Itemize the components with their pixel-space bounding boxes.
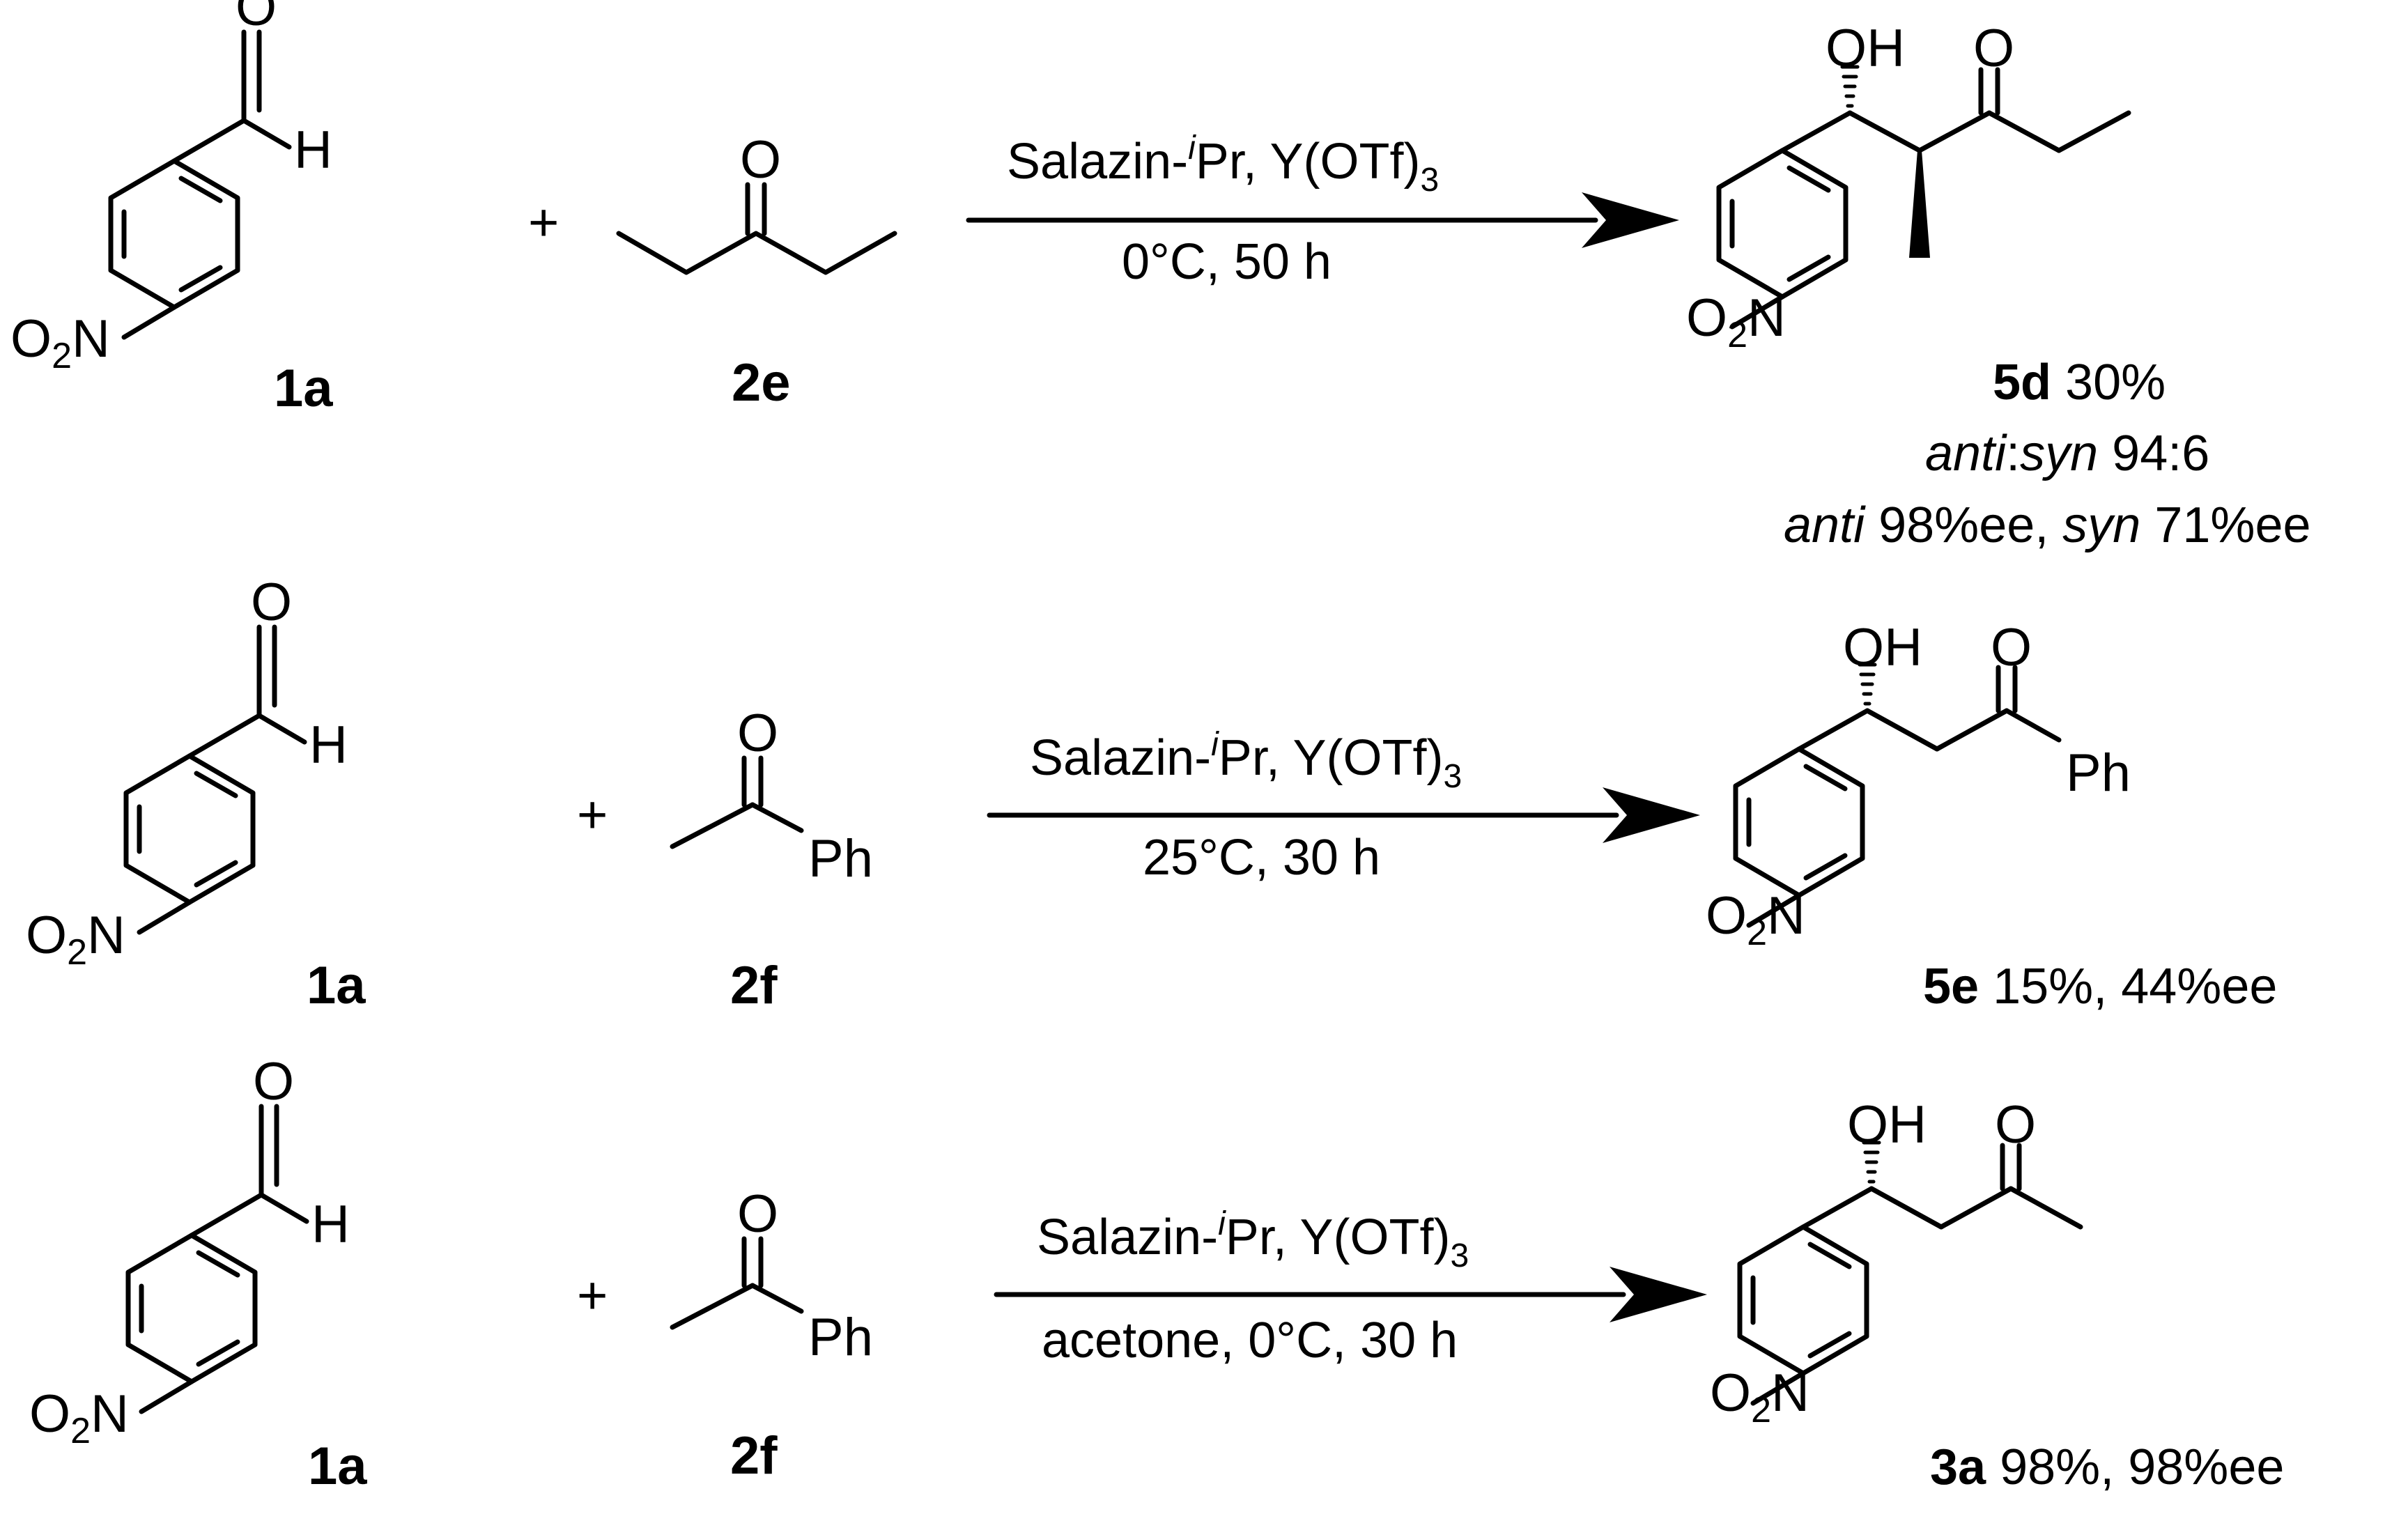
plus-sign: + <box>577 785 608 844</box>
aldehyde-oxygen: O <box>251 573 292 632</box>
reactant-1a-structure: O H <box>128 1052 350 1412</box>
aldehyde-hydrogen: H <box>309 716 348 775</box>
reactant-1a-structure: O H <box>111 0 332 337</box>
carbonyl-oxygen: O <box>740 130 781 190</box>
compound-label: 1a <box>274 359 333 418</box>
nitro-group: O2N <box>29 1384 129 1451</box>
reaction-arrow <box>994 1267 1707 1322</box>
ketone-oxygen: O <box>1995 1095 2036 1154</box>
carbonyl-oxygen: O <box>737 1184 778 1244</box>
result-yield-ee: 5e 15%, 44%ee <box>1923 959 2277 1014</box>
ketone-oxygen: O <box>1991 618 2032 677</box>
product-5e-structure <box>1736 665 2062 925</box>
compound-label: 2f <box>730 1426 778 1485</box>
conditions-temperature-time: 25°C, 30 h <box>1143 830 1380 886</box>
aldehyde-hydrogen: H <box>311 1195 350 1254</box>
aldehyde-oxygen: O <box>236 0 277 37</box>
reactant-2e-structure: O <box>616 130 897 275</box>
reactant-2f-structure: O <box>670 704 804 849</box>
reaction-arrow <box>987 787 1700 843</box>
product-5d-structure <box>1719 67 2131 327</box>
compound-label: 2f <box>730 956 778 1015</box>
nitro-group: O2N <box>1710 1364 1809 1430</box>
result-yield: 5d 30% <box>1993 355 2166 410</box>
conditions-reagent: Salazin-iPr, Y(OTf)3 <box>1037 1205 1469 1274</box>
hydroxyl: OH <box>1826 19 1905 78</box>
ketone-oxygen: O <box>1973 19 2014 78</box>
plus-sign: + <box>528 193 559 252</box>
result-dr: anti:syn 94:6 <box>1925 426 2209 481</box>
result-ee: anti 98%ee, syn 71%ee <box>1784 497 2311 553</box>
result-yield-ee: 3a 98%, 98%ee <box>1930 1439 2284 1495</box>
conditions-reagent: Salazin-iPr, Y(OTf)3 <box>1007 130 1439 199</box>
reaction-1: O H O2N 1a + O 2e Salazin-iPr, Y(OTf)3 0… <box>10 0 2311 553</box>
compound-label: 1a <box>308 1437 367 1496</box>
reaction-3: O H O2N 1a + O Ph 2f Salazin-iPr, Y(OTf)… <box>29 1052 2284 1496</box>
product-3a-structure <box>1740 1143 2083 1403</box>
carbonyl-oxygen: O <box>737 704 778 763</box>
reactant-2f-structure: O <box>670 1184 804 1330</box>
plus-sign: + <box>577 1266 608 1325</box>
compound-label: 1a <box>307 956 366 1015</box>
reactant-1a-structure: O H <box>126 573 348 932</box>
conditions-temperature-time: 0°C, 50 h <box>1122 234 1332 290</box>
reaction-2: O H O2N 1a + O Ph 2f Salazin-iPr, Y(OTf)… <box>26 573 2277 1015</box>
nitro-group: O2N <box>1686 288 1786 355</box>
hydroxyl: OH <box>1843 618 1922 677</box>
nitro-group: O2N <box>26 906 125 973</box>
nitro-group: O2N <box>10 309 110 376</box>
phenyl: Ph <box>808 1308 873 1367</box>
nitro-group: O2N <box>1706 886 1805 953</box>
compound-label: 2e <box>732 353 791 412</box>
conditions-solvent-temperature-time: acetone, 0°C, 30 h <box>1042 1313 1458 1368</box>
reaction-arrow <box>966 192 1679 248</box>
aldehyde-oxygen: O <box>253 1052 294 1111</box>
phenyl: Ph <box>808 829 873 888</box>
phenyl: Ph <box>2066 743 2131 803</box>
conditions-reagent: Salazin-iPr, Y(OTf)3 <box>1030 726 1462 795</box>
hydroxyl: OH <box>1847 1095 1927 1154</box>
aldehyde-hydrogen: H <box>294 121 332 180</box>
